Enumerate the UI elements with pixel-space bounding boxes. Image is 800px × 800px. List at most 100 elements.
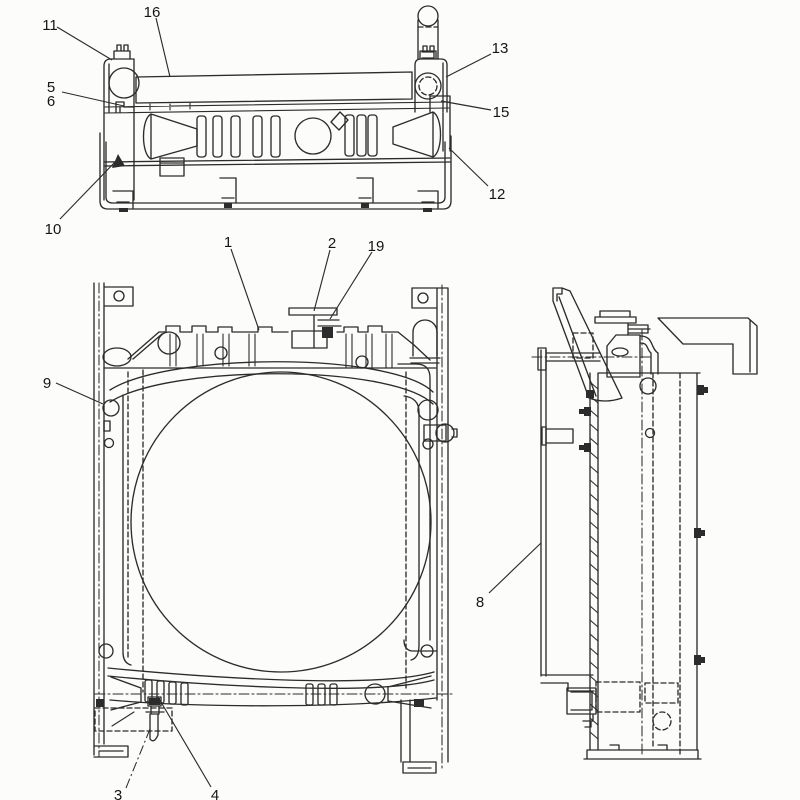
right-inlet-circle-13 [414,72,442,100]
left-end-plate [103,58,135,201]
radiator-front-view [93,282,458,774]
side-hidden-edges [652,372,681,756]
callout-label-3: 3 [114,787,122,800]
drain-hidden-box-3 [94,707,173,732]
upper-left-bar [537,347,601,371]
drain-plug-4 [145,696,165,742]
left-small-hole [103,437,115,449]
right-top-bolt [419,45,437,60]
callout-label-8: 8 [476,594,484,611]
core-rib [230,115,241,158]
overflow-fitting-plug [322,327,333,338]
clip-10 [112,154,125,168]
hidden-core-edges [127,369,407,693]
hidden-bracket-box [572,332,594,359]
left-leg-bolt [96,699,104,707]
callout-label-15: 15 [493,104,510,121]
top-tank-ribs [169,333,393,369]
right-inlet-hidden-circle [418,76,438,96]
callout-label-1: 1 [224,234,232,251]
radiator-top-view [99,5,452,212]
leader-line-16 [155,17,171,78]
callout-label-4: 4 [211,787,219,800]
tank-left-circle [157,331,181,355]
outlet-pipe [566,687,597,728]
mount-hole-9 [102,399,120,417]
shroud-right-edge [403,395,420,661]
right-bolt-head [435,423,455,443]
leader-line-1 [230,248,260,331]
callout-label-5: 5 [47,79,55,96]
core-rib [252,115,263,158]
drain-plug-head [149,698,160,705]
small-tab [159,157,185,177]
top-tank-profile [103,325,437,369]
right-bracket-15-12 [429,95,451,152]
left-mount-bracket [93,282,134,758]
right-upper-hole [417,399,439,421]
core-rib [196,115,207,158]
right-mount-bracket [400,287,449,774]
core-fin-hatching [589,381,599,740]
leader-line-5-6 [61,91,125,107]
leader-line-13 [445,53,492,78]
callout-label-13: 13 [492,40,509,57]
leader-line-12 [448,147,489,187]
overflow-fitting-19 [317,319,342,327]
shroud-top-arcs [109,361,434,405]
callout-label-16: 16 [144,4,161,21]
leader-line-10 [59,160,117,220]
air-duct [657,317,758,375]
tank-left-pipe-end [102,347,132,367]
fan-opening-circle [130,371,432,673]
right-tab-hole [417,292,429,304]
leader-line-2 [313,249,331,312]
core-rib [168,681,177,705]
core-bottom-edge [103,157,451,167]
right-end-plate [414,58,448,113]
shroud-left-edge [122,394,132,666]
right-lower-hole [420,644,434,658]
side-small-hole [644,427,656,439]
guard-feet [112,177,439,209]
core-rib [344,114,355,157]
filler-neck-2 [288,307,338,349]
core-rib [270,115,281,158]
shroud-screw [355,355,369,369]
s-pipe [639,335,659,375]
handle-diamond [330,111,349,131]
callout-label-6: 6 [47,93,55,110]
bottom-flange [583,744,702,760]
leader-line-15 [440,100,492,111]
upper-tank-band-16 [135,71,413,104]
plate-slot [611,347,629,357]
leader-line-4 [157,696,212,788]
core-rib [356,114,367,157]
drain-box-arrow [111,711,135,727]
guard-frame [99,132,452,210]
side-pipe-stub [541,426,574,446]
side-upper-hole [639,377,657,395]
hidden-drain-circle [652,711,672,731]
left-lower-hole [98,643,114,659]
thin-strip [103,101,450,114]
left-shroud-funnel [142,113,198,160]
callout-label-19: 19 [368,238,385,255]
cap-mount-plate [606,334,641,378]
left-bracket-bolt [103,420,111,432]
left-top-bolt-11 [113,44,131,60]
shroud-screw [214,346,228,360]
callout-labels: 11 16 13 5 6 15 12 10 1 2 19 9 8 3 4 [42,4,509,800]
bottom-tank [107,667,437,711]
overflow-tube-end [417,5,439,27]
callout-leader-lines [55,17,542,789]
callout-label-11: 11 [42,17,58,34]
diagonal-support-bracket [552,287,623,402]
leader-line-11 [56,26,113,61]
right-small-hole [422,438,434,450]
left-filler-circle [108,67,140,99]
right-shroud-funnel [392,111,442,158]
right-leg-bolt [414,699,424,707]
